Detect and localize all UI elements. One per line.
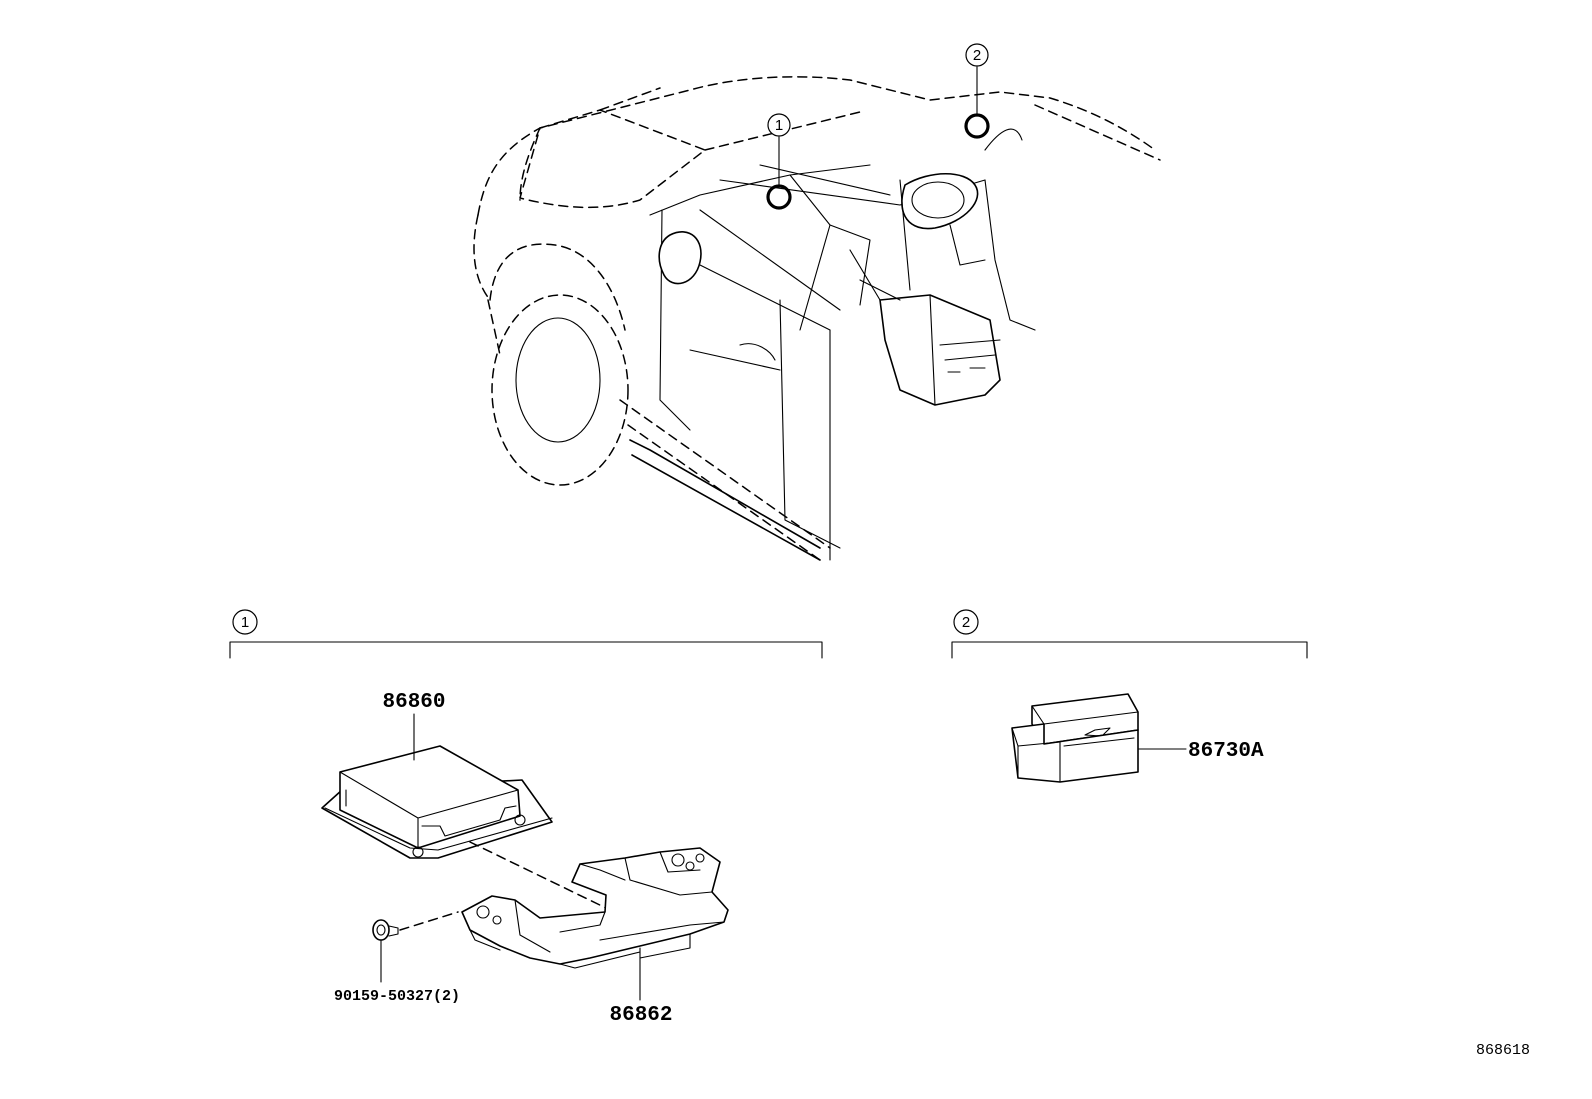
part-bracket-callout: 86862 xyxy=(609,947,673,1027)
section-1-header: 1 xyxy=(229,609,823,659)
part-ecu-callout: 86860 xyxy=(382,691,446,761)
part-number-ecu: 86860 xyxy=(382,691,445,714)
section-2-bracket xyxy=(951,641,1308,659)
section-1-marker: 1 xyxy=(241,614,249,631)
section-1-bracket xyxy=(229,641,823,659)
part-bolt-drawing xyxy=(372,919,399,941)
part-number-bracket: 86862 xyxy=(609,1004,672,1027)
location-marker-2 xyxy=(964,113,990,139)
location-marker-1 xyxy=(766,184,792,210)
part-bracket-drawing xyxy=(461,847,729,969)
part-number-sensor: 86730A xyxy=(1188,740,1264,763)
part-sensor-callout: 86730A xyxy=(1137,740,1264,763)
section-2-header: 2 xyxy=(951,609,1308,659)
circled-number-icon xyxy=(953,609,979,635)
circled-number-icon xyxy=(232,609,258,635)
circled-number-icon xyxy=(965,43,989,67)
vehicle-overview xyxy=(473,66,1161,561)
part-number-bolt: 90159-50327(2) xyxy=(334,988,460,1005)
callout-2-top: 2 xyxy=(965,43,989,67)
part-bolt-callout: 90159-50327(2) xyxy=(334,939,460,1005)
callout-1-label: 1 xyxy=(775,117,783,134)
callout-2-label: 2 xyxy=(973,47,981,64)
circled-number-icon xyxy=(767,113,791,137)
part-ecu-drawing xyxy=(321,745,553,859)
section-2-marker: 2 xyxy=(962,614,970,631)
part-sensor-drawing xyxy=(1011,693,1139,783)
diagram-reference-number: 868618 xyxy=(1476,1042,1530,1059)
callout-1-top: 1 xyxy=(767,113,791,137)
